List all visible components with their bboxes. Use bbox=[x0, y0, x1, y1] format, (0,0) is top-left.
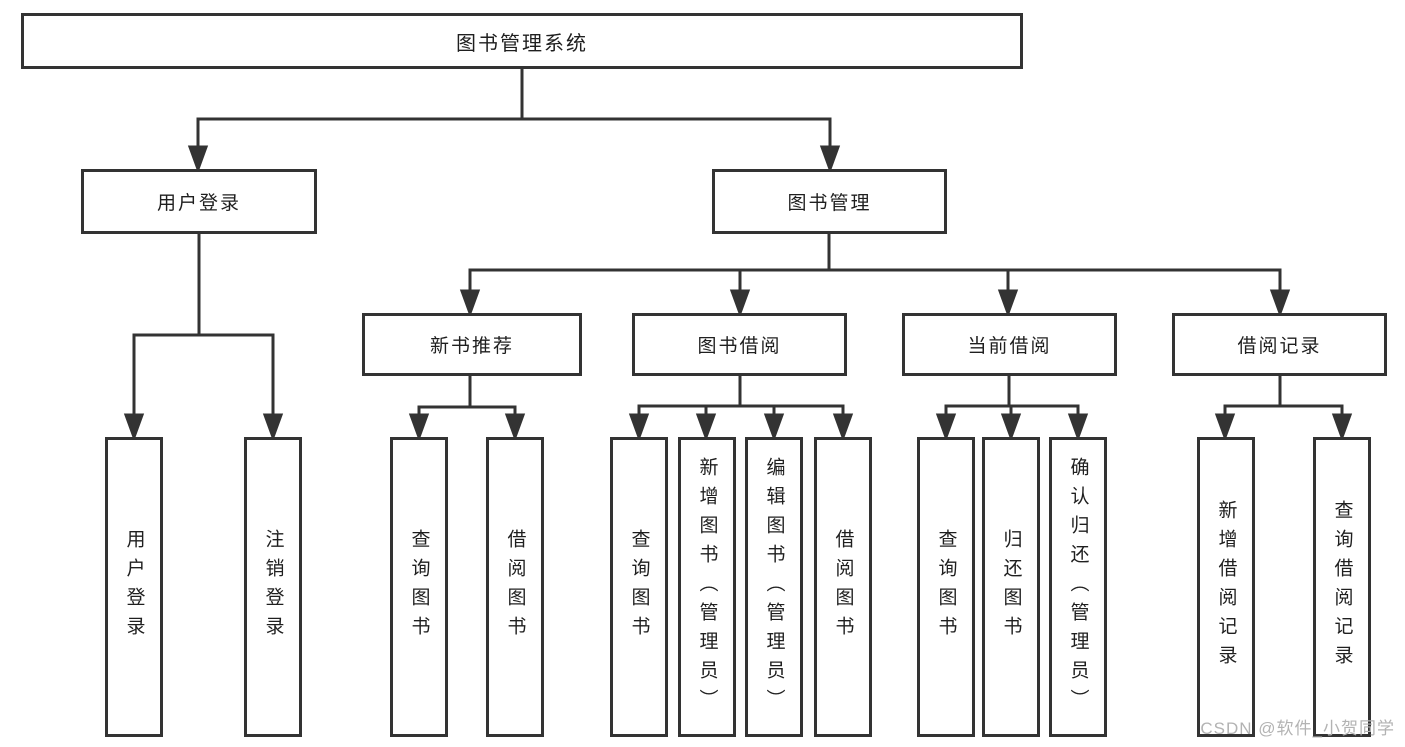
node-label: 借阅记录 bbox=[1237, 336, 1322, 357]
leaf-label: 归还图书 bbox=[1000, 529, 1022, 645]
node-library-management-system: 图书管理系统 bbox=[21, 13, 1023, 69]
leaf-add-borrow-record: 新增借阅记录 bbox=[1197, 437, 1255, 737]
leaf-label: 查询图书 bbox=[935, 529, 957, 645]
leaf-logout: 注销登录 bbox=[244, 437, 302, 737]
leaf-label: 借阅图书 bbox=[504, 529, 526, 645]
leaf-label: 查询图书 bbox=[408, 529, 430, 645]
leaf-borrow-book-2: 借阅图书 bbox=[814, 437, 872, 737]
node-current-borrow: 当前借阅 bbox=[902, 313, 1117, 376]
leaf-label: 编辑图书（管理员） bbox=[763, 456, 785, 718]
leaf-query-book-2: 查询图书 bbox=[610, 437, 668, 737]
leaf-user-login: 用户登录 bbox=[105, 437, 163, 737]
leaf-label: 借阅图书 bbox=[832, 529, 854, 645]
leaf-label: 查询图书 bbox=[628, 529, 650, 645]
leaf-borrow-book-1: 借阅图书 bbox=[486, 437, 544, 737]
leaf-return-book: 归还图书 bbox=[982, 437, 1040, 737]
node-label: 新书推荐 bbox=[429, 336, 514, 357]
node-new-book-recommend: 新书推荐 bbox=[362, 313, 582, 376]
leaf-label: 注销登录 bbox=[262, 529, 284, 645]
node-label: 图书管理系统 bbox=[456, 32, 588, 55]
leaf-confirm-return-admin: 确认归还（管理员） bbox=[1049, 437, 1107, 737]
leaf-query-borrow-record: 查询借阅记录 bbox=[1313, 437, 1371, 737]
node-label: 用户登录 bbox=[156, 193, 241, 214]
node-book-borrow: 图书借阅 bbox=[632, 313, 847, 376]
connector-new-book-to-leaves bbox=[408, 374, 526, 442]
node-label: 图书借阅 bbox=[697, 336, 782, 357]
leaf-label: 确认归还（管理员） bbox=[1067, 456, 1089, 718]
csdn-watermark: CSDN @软件_小贺同学 bbox=[1200, 719, 1395, 738]
leaf-query-book-1: 查询图书 bbox=[390, 437, 448, 737]
connector-borrow-record-to-leaves bbox=[1214, 375, 1353, 442]
leaf-edit-book-admin: 编辑图书（管理员） bbox=[745, 437, 803, 737]
leaf-label: 新增图书（管理员） bbox=[696, 456, 718, 718]
node-borrow-record: 借阅记录 bbox=[1172, 313, 1387, 376]
node-label: 图书管理 bbox=[787, 193, 872, 214]
leaf-label: 用户登录 bbox=[123, 529, 145, 645]
leaf-label: 查询借阅记录 bbox=[1331, 500, 1353, 674]
node-label: 当前借阅 bbox=[967, 336, 1052, 357]
connector-book-mgmt-to-level3 bbox=[459, 231, 1291, 318]
leaf-label: 新增借阅记录 bbox=[1215, 500, 1237, 674]
connector-root-to-level2 bbox=[187, 67, 841, 174]
node-book-management: 图书管理 bbox=[712, 169, 947, 234]
node-user-login: 用户登录 bbox=[81, 169, 317, 234]
leaf-query-book-3: 查询图书 bbox=[917, 437, 975, 737]
connector-user-login-to-leaves bbox=[123, 232, 284, 442]
connector-current-borrow-to-leaves bbox=[935, 375, 1089, 442]
leaf-add-book-admin: 新增图书（管理员） bbox=[678, 437, 736, 737]
connector-book-borrow-to-leaves bbox=[628, 374, 854, 442]
